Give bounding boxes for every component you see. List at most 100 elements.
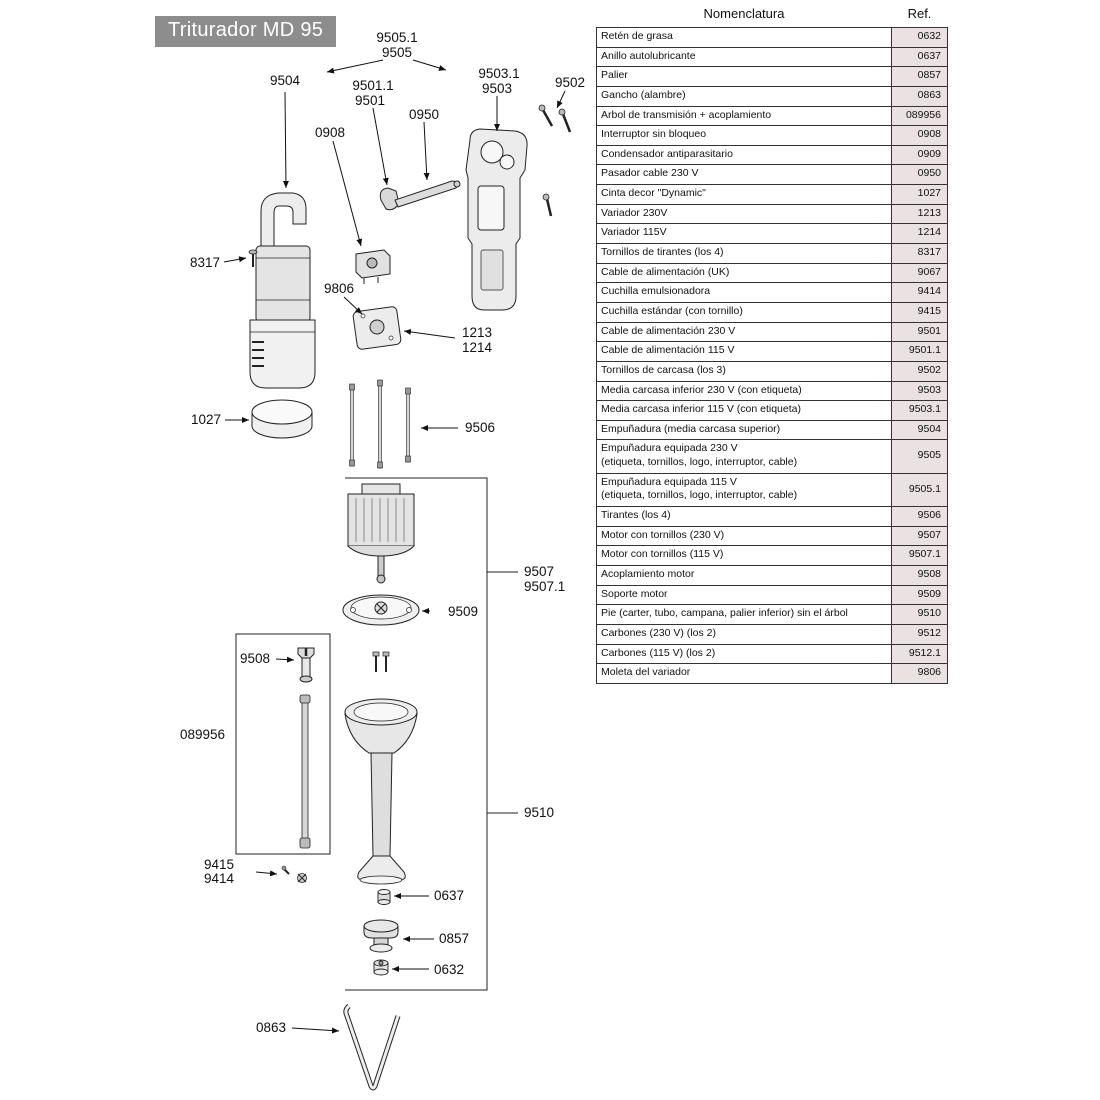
part-name-cell: Cuchilla emulsionadora — [596, 282, 892, 303]
part-name-cell: Tornillos de carcasa (los 3) — [596, 360, 892, 382]
part-ref-cell: 089956 — [891, 105, 948, 127]
part-name-cell: Empuñadura equipada 230 V(etiqueta, torn… — [596, 439, 892, 474]
part-name-cell: Acoplamiento motor — [596, 564, 892, 586]
callout-9502: 9502 — [555, 75, 585, 90]
tie-rods — [349, 379, 411, 469]
motor-coupling — [297, 647, 315, 683]
table-row: Motor con tornillos (115 V)9507.1 — [596, 545, 948, 566]
part-ref-cell: 9510 — [891, 604, 948, 625]
callout-1027: 1027 — [191, 412, 221, 427]
callout-9504: 9504 — [270, 73, 301, 88]
part-ref-cell: 9509 — [891, 584, 948, 606]
leader-lines — [223, 59, 566, 1034]
table-row: Tirantes (los 4)9506 — [596, 506, 948, 527]
motor-bolts — [372, 651, 390, 672]
part-name-cell: Soporte motor — [596, 584, 892, 606]
exploded-view-diagram: 9505.1 9505 9504 9501.1 9501 0950 9503.1… — [180, 30, 585, 1091]
motor-housing-handle — [249, 192, 316, 389]
foot-assembly — [344, 698, 418, 885]
part-ref-cell: 9503 — [891, 380, 948, 402]
part-ref-cell: 9504 — [891, 419, 948, 441]
part-name-cell: Arbol de transmisión + acoplamiento — [596, 105, 892, 127]
diagram-title: Triturador MD 95 — [155, 16, 337, 47]
part-ref-cell: 1027 — [891, 184, 948, 205]
callout-089956: 089956 — [180, 727, 225, 742]
callout-8317: 8317 — [190, 255, 220, 270]
callout-0950: 0950 — [409, 107, 439, 122]
callout-9509: 9509 — [448, 604, 478, 619]
part-ref-cell: 9414 — [891, 282, 948, 303]
callout-1213: 1213 — [462, 325, 492, 340]
tie-rod-screw — [248, 249, 258, 267]
table-row: Pie (carter, tubo, campana, palier infer… — [596, 604, 948, 625]
callout-9507-1: 9507.1 — [524, 579, 565, 594]
part-name-cell: Carbones (115 V) (los 2) — [596, 643, 892, 665]
part-ref-cell: 0857 — [891, 66, 948, 87]
part-ref-cell: 9505 — [891, 439, 948, 474]
callout-9505-1: 9505.1 — [376, 30, 417, 45]
part-name-cell: Cable de alimentación (UK) — [596, 262, 892, 284]
part-name-cell: Variador 230V — [596, 203, 892, 225]
part-ref-cell: 1213 — [891, 203, 948, 225]
callout-9806: 9806 — [324, 281, 354, 296]
part-ref-cell: 9503.1 — [891, 400, 948, 421]
part-name-cell: Cinta decor "Dynamic" — [596, 184, 892, 205]
transmission-shaft — [299, 694, 311, 849]
callout-9503-1: 9503.1 — [478, 66, 519, 81]
part-ref-cell: 0863 — [891, 85, 948, 107]
part-name-cell: Media carcasa inferior 230 V (con etique… — [596, 380, 892, 402]
table-row: Gancho (alambre)0863 — [596, 85, 948, 107]
casing-screws — [538, 104, 572, 217]
part-name-cell: Gancho (alambre) — [596, 85, 892, 107]
part-ref-cell: 9506 — [891, 506, 948, 527]
callout-0857: 0857 — [439, 931, 469, 946]
callout-9501-1: 9501.1 — [352, 78, 393, 93]
table-row: Tornillos de tirantes (los 4)8317 — [596, 243, 948, 264]
part-name-cell: Interruptor sin bloqueo — [596, 125, 892, 146]
part-ref-cell: 9507 — [891, 525, 948, 547]
part-ref-cell: 0909 — [891, 144, 948, 166]
callout-0908: 0908 — [315, 125, 345, 140]
table-header-ref: Ref. — [907, 6, 932, 21]
part-name-cell: Variador 115V — [596, 223, 892, 245]
callout-9505: 9505 — [382, 45, 412, 60]
part-name-cell: Palier — [596, 66, 892, 87]
callout-9506: 9506 — [465, 420, 495, 435]
part-ref-cell: 9512 — [891, 623, 948, 645]
self-lubricating-ring — [377, 889, 391, 905]
part-ref-cell: 0908 — [891, 125, 948, 146]
callout-9414: 9414 — [204, 871, 235, 886]
part-name-cell: Anillo autolubricante — [596, 46, 892, 68]
variator-board — [352, 306, 402, 350]
part-name-cell: Tirantes (los 4) — [596, 506, 892, 527]
part-ref-cell: 9415 — [891, 301, 948, 323]
callout-0632: 0632 — [434, 962, 464, 977]
part-ref-cell: 8317 — [891, 243, 948, 264]
decor-band — [251, 399, 313, 439]
part-name-cell: Tornillos de tirantes (los 4) — [596, 243, 892, 264]
table-row: Media carcasa inferior 230 V (con etique… — [596, 380, 948, 402]
part-name-cell: Cable de alimentación 115 V — [596, 341, 892, 362]
callout-9510: 9510 — [524, 805, 554, 820]
table-row: Media carcasa inferior 115 V (con etique… — [596, 400, 948, 421]
callout-0863: 0863 — [256, 1020, 286, 1035]
part-ref-cell: 0637 — [891, 46, 948, 68]
motor-support-plate — [342, 594, 420, 626]
part-ref-cell: 9512.1 — [891, 643, 948, 665]
grease-seal — [373, 959, 389, 976]
table-header-name: Nomenclatura — [703, 6, 785, 21]
part-name-cell: Cable de alimentación 230 V — [596, 321, 892, 343]
part-name-cell: Motor con tornillos (230 V) — [596, 525, 892, 547]
callout-9507: 9507 — [524, 564, 554, 579]
